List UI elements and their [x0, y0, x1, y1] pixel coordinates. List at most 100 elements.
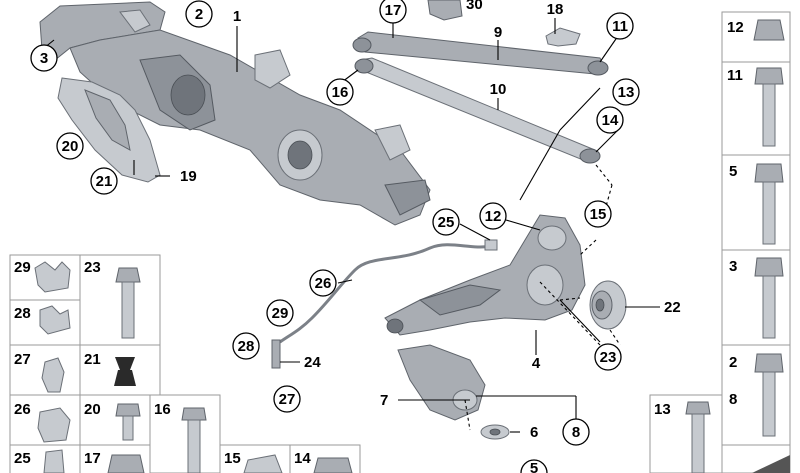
clip-18 [545, 27, 581, 47]
bolt-3 [754, 257, 784, 339]
label-27: 27 [279, 391, 296, 408]
col-label-5: 5 [729, 163, 737, 180]
control-arms [352, 31, 609, 164]
nut-12 [753, 19, 785, 41]
callout-circle-25 [432, 208, 460, 236]
bracket-15 [243, 454, 283, 473]
bolt-25-small [43, 449, 65, 473]
label-23: 23 [600, 349, 617, 366]
grid-label-17: 17 [84, 450, 101, 467]
label-25: 25 [438, 214, 455, 231]
label-21: 21 [96, 173, 113, 190]
col-label-13: 13 [654, 401, 671, 418]
label-1: 1 [233, 8, 241, 25]
leader-lines [43, 18, 660, 433]
grid-label-25: 25 [14, 450, 31, 467]
labels: 1 2 3 4 5 6 7 8 9 10 11 12 13 14 15 16 1… [14, 0, 744, 473]
callout-circle-17 [379, 0, 407, 24]
washer-6 [480, 424, 510, 440]
nut-17 [107, 454, 145, 473]
label-2: 2 [195, 6, 203, 23]
callout-circle-27 [273, 385, 301, 413]
label-24: 24 [304, 354, 321, 371]
label-4: 4 [532, 355, 541, 372]
callout-circle-3 [30, 44, 58, 72]
label-20: 20 [62, 138, 79, 155]
callout-circle-20 [56, 132, 84, 160]
label-30: 30 [466, 0, 483, 13]
label-14: 14 [602, 112, 619, 129]
heat-shield [57, 77, 161, 183]
callout-circle-12 [479, 202, 507, 230]
bracket-30 [427, 0, 463, 21]
callout-circle-28 [232, 332, 260, 360]
clip-29 [34, 261, 71, 293]
lower-control-arm [397, 344, 486, 421]
nut-14 [313, 457, 353, 473]
callout-circle-23 [594, 343, 622, 371]
rivet-21 [114, 357, 136, 386]
callout-circle-21 [90, 167, 118, 195]
col-label-2: 2 [729, 354, 737, 371]
grid-label-16: 16 [154, 401, 171, 418]
label-8: 8 [572, 424, 580, 441]
arrow-corner-icon [752, 455, 790, 473]
callouts [30, 0, 640, 473]
col-label-12: 12 [727, 19, 744, 36]
grid-label-29: 29 [14, 259, 31, 276]
grid-label-14: 14 [294, 450, 311, 467]
callout-circle-16 [326, 78, 354, 106]
grid-label-23: 23 [84, 259, 101, 276]
callout-circle-8 [562, 418, 590, 446]
callout-circle-11 [606, 12, 634, 40]
label-19: 19 [180, 168, 197, 185]
grid-label-28: 28 [14, 305, 31, 322]
label-12: 12 [485, 208, 502, 225]
callout-circle-5 [520, 459, 548, 473]
dashed-leaders [464, 164, 621, 431]
grid-label-15: 15 [224, 450, 241, 467]
col-label-11: 11 [727, 67, 743, 84]
callout-circle-29 [266, 299, 294, 327]
label-28: 28 [238, 338, 255, 355]
callout-circle-15 [584, 200, 612, 228]
col-label-3: 3 [729, 258, 737, 275]
bolt-23 [115, 267, 141, 339]
label-16: 16 [332, 84, 349, 101]
bolt-2 [754, 353, 784, 437]
clip-28 [39, 305, 71, 335]
wheel-carrier [384, 214, 586, 336]
wheel-hub [589, 280, 627, 330]
label-10: 10 [490, 81, 507, 98]
bolt-16 [181, 407, 207, 473]
label-6: 6 [530, 424, 538, 441]
label-5: 5 [530, 460, 538, 473]
label-7: 7 [380, 392, 388, 409]
label-29: 29 [272, 305, 289, 322]
bolt-13 [685, 401, 711, 473]
label-9: 9 [494, 24, 502, 41]
label-22: 22 [664, 299, 681, 316]
grid-label-20: 20 [84, 401, 101, 418]
label-26: 26 [315, 275, 332, 292]
grid-label-21: 21 [84, 351, 101, 368]
abs-sensor-wire [271, 239, 498, 369]
label-17: 17 [385, 2, 402, 19]
callout-circle-26 [309, 269, 337, 297]
grid-label-27: 27 [14, 351, 31, 368]
label-13: 13 [618, 84, 635, 101]
callout-circle-13 [612, 78, 640, 106]
col-label-8: 8 [729, 391, 737, 408]
clamp-27 [41, 357, 65, 393]
clip-26 [37, 407, 71, 443]
bolt-11 [754, 67, 784, 147]
bolt-5 [754, 163, 784, 245]
callout-circle-14 [596, 106, 624, 134]
label-18: 18 [547, 1, 564, 18]
callout-circle-2 [185, 0, 213, 28]
label-3: 3 [40, 50, 48, 67]
label-11: 11 [612, 18, 628, 35]
bolt-20 [115, 403, 141, 441]
label-15: 15 [590, 206, 607, 223]
